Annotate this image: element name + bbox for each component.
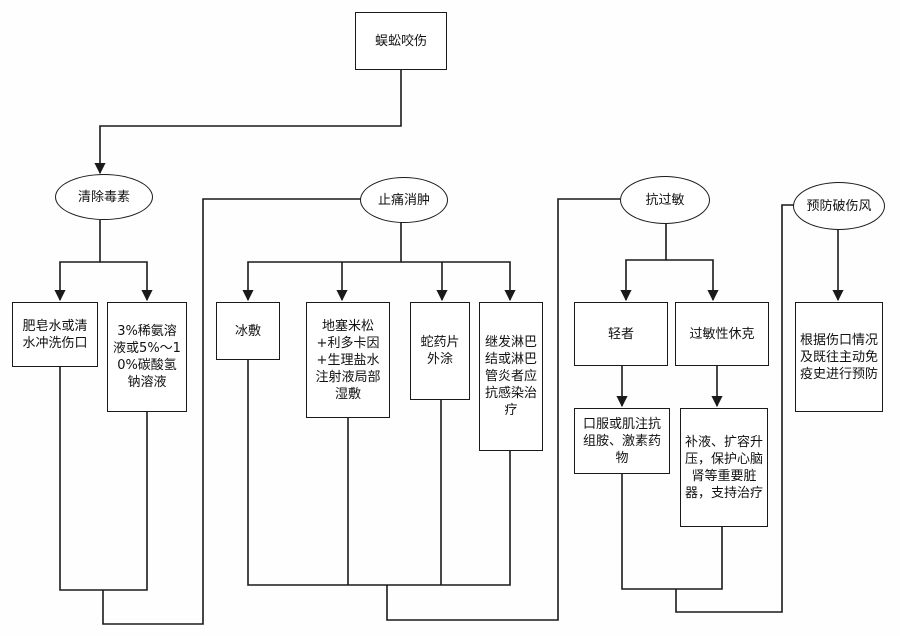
connector-analgesia-to-allergy <box>386 198 620 621</box>
connector-analgesia-split <box>242 222 402 302</box>
connector-root-to-detox <box>94 70 402 175</box>
connector-allergy-split <box>620 224 667 302</box>
action-snake-medicine: 蛇药片外涂 <box>410 302 470 400</box>
connector-analgesia-infection <box>401 261 516 302</box>
category-analgesia: 止痛消肿 <box>360 177 448 223</box>
action-soap-water: 肥皂水或清水冲洗伤口 <box>12 302 98 367</box>
connector-detox-ammonia <box>100 261 153 302</box>
category-allergy: 抗过敏 <box>620 176 710 224</box>
action-anti-infection: 继发淋巴结或淋巴管炎者应抗感染治疗 <box>479 302 543 451</box>
action-mild: 轻者 <box>574 302 668 366</box>
category-detox: 清除毒素 <box>55 174 153 220</box>
action-injection: 地塞米松+利多卡因+生理盐水注射液局部湿敷 <box>306 302 390 418</box>
connector-detox-to-analgesia <box>102 198 361 625</box>
action-shock: 过敏性休克 <box>675 302 769 366</box>
action-fluid: 补液、扩容升压，保护心脑肾等重要脏器，支持治疗 <box>680 408 768 527</box>
category-tetanus: 预防破伤风 <box>793 182 885 230</box>
root-node: 蜈蚣咬伤 <box>355 12 447 70</box>
action-antihistamine: 口服或肌注抗组胺、激素药物 <box>574 408 670 474</box>
action-ammonia: 3%稀氨溶液或5%～10%碳酸氢钠溶液 <box>107 302 187 412</box>
connector-analgesia-join <box>247 360 511 586</box>
connector-allergy-join <box>621 474 723 590</box>
action-tetanus: 根据伤口情况及既往主动免疫史进行预防 <box>795 302 883 412</box>
connector-detox-split <box>54 220 101 302</box>
connector-allergy-shock <box>666 259 719 302</box>
action-ice: 冰敷 <box>216 302 280 360</box>
connector-allergy-to-tetanus <box>675 204 794 613</box>
